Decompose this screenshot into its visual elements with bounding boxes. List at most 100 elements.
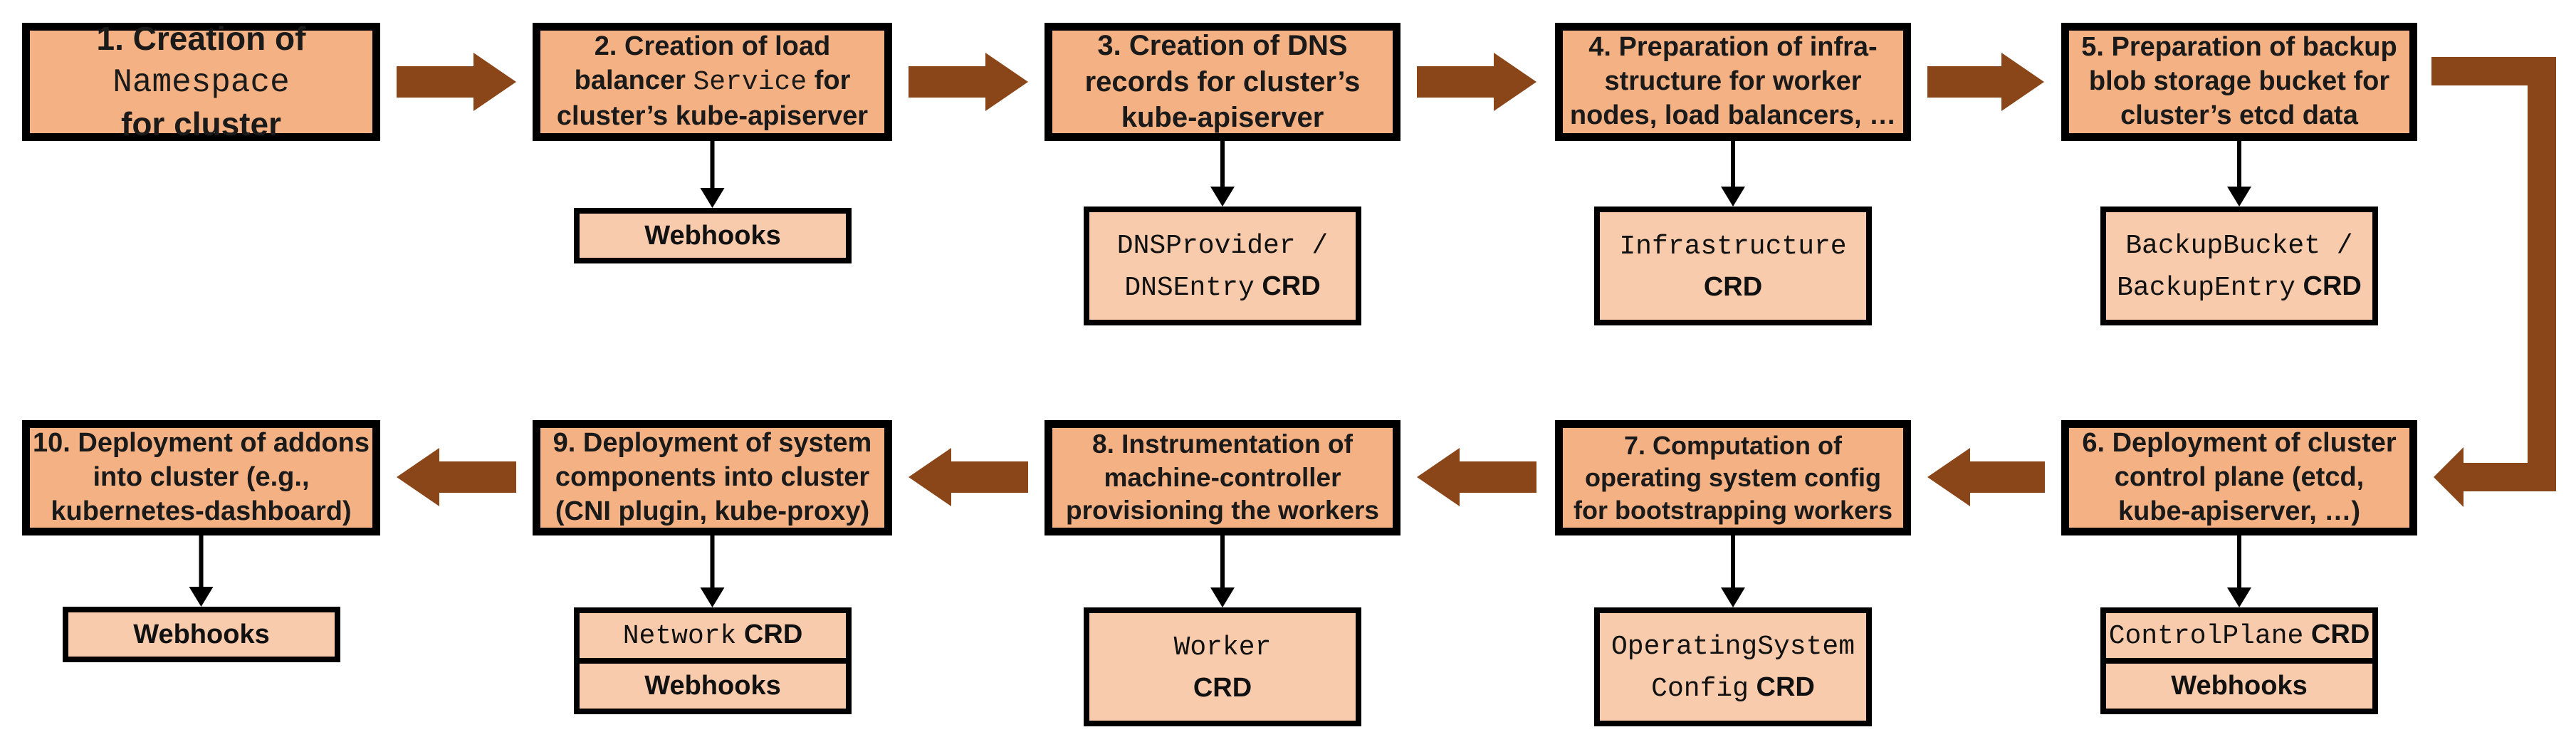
step-box-4: 4. Preparation of infra-structure for wo… — [1555, 23, 1911, 141]
down-connector-6 — [2227, 535, 2251, 607]
artifact-cell-6-2: Webhooks — [2106, 658, 2372, 709]
down-connector-5 — [2227, 141, 2251, 207]
step-title-line: components into cluster — [555, 461, 869, 495]
artifact-line: BackupBucket / — [2106, 224, 2372, 266]
label-text: Webhooks — [133, 619, 270, 649]
label-text: CRD — [2303, 620, 2370, 649]
artifact-cell-3-1: DNSProvider / DNSEntry CRD — [1089, 212, 1356, 320]
label-text: (CNI plugin, kube-proxy) — [555, 496, 870, 526]
step-title-line: 2. Creation of load — [595, 30, 830, 64]
step-title-line: nodes, load balancers, … — [1570, 99, 1896, 133]
code-text: Network — [622, 621, 737, 652]
label-text: nodes, load balancers, … — [1569, 100, 1897, 130]
artifact-cell-10-1: Webhooks — [68, 612, 335, 657]
artifact-box-5: BackupBucket /BackupEntry CRD — [2100, 207, 2378, 325]
label-text: cluster’s etcd data — [2120, 100, 2358, 130]
flow-arrow-left-9-10 — [1927, 448, 2045, 506]
label-text: CRD — [1193, 672, 1252, 703]
code-text: Worker — [1173, 632, 1272, 663]
artifact-line: Infrastructure — [1600, 225, 1866, 267]
artifact-line: CRD — [1600, 267, 1866, 308]
step-title-line: kube-apiserver — [1121, 100, 1324, 135]
code-text: Infrastructure — [1619, 231, 1847, 262]
code-text: DNSEntry — [1124, 272, 1255, 303]
step-title-line: provisioning the workers — [1066, 494, 1379, 528]
label-text: 4. Preparation of infra- — [1588, 32, 1878, 63]
flow-arrow-right-3-4 — [1417, 53, 1536, 111]
code-text: ControlPlane — [2108, 621, 2304, 652]
artifact-box-3: DNSProvider / DNSEntry CRD — [1084, 207, 1361, 325]
label-text: for — [807, 66, 851, 96]
flow-arrow-right-2-3 — [909, 53, 1028, 111]
label-text: 2. Creation of load — [594, 31, 831, 62]
artifact-box-9: Network CRD Webhooks — [574, 607, 852, 714]
step-title-line: Namespace — [112, 60, 289, 104]
artifact-box-6: ControlPlane CRD Webhooks — [2100, 607, 2378, 714]
code-text: BackupBucket / — [2125, 230, 2353, 261]
artifact-line: Worker — [1089, 626, 1356, 668]
code-text: BackupEntry — [2117, 272, 2295, 303]
step-title-line: 8. Instrumentation of — [1092, 428, 1353, 461]
step-title-line: kubernetes-dashboard) — [51, 495, 351, 529]
label-text: 3. Creation of DNS — [1097, 30, 1348, 62]
label-text: cluster’s kube-apiserver — [556, 100, 869, 131]
step-title-line: (CNI plugin, kube-proxy) — [555, 495, 869, 529]
down-connector-10 — [189, 535, 214, 607]
label-text: blob storage bucket for — [2088, 66, 2390, 97]
artifact-cell-5-1: BackupBucket /BackupEntry CRD — [2106, 212, 2372, 320]
artifact-box-2: Webhooks — [574, 208, 852, 263]
down-connector-8 — [1210, 535, 1235, 607]
label-text: 5. Preparation of backup — [2081, 32, 2397, 63]
artifact-box-10: Webhooks — [63, 607, 340, 662]
artifact-line: Webhooks — [2106, 666, 2372, 706]
label-text: CRD — [1703, 271, 1763, 302]
step-title-line: balancer Service for — [575, 64, 851, 100]
step-title-line: records for cluster’s — [1085, 64, 1361, 100]
label-text: Webhooks — [2171, 671, 2308, 701]
artifact-line: DNSEntry CRD — [1089, 266, 1356, 308]
artifact-line: CRD — [1089, 668, 1356, 709]
label-text: kube-apiserver — [1121, 102, 1324, 134]
artifact-cell-9-1: Network CRD — [580, 613, 846, 658]
step-title-line: 6. Deployment of cluster — [2082, 427, 2396, 461]
down-connector-7 — [1721, 535, 1745, 607]
label-text: into cluster (e.g., — [93, 462, 310, 493]
label-text: CRD — [1254, 271, 1321, 301]
artifact-line: Webhooks — [580, 666, 846, 706]
step-title-line: 5. Preparation of backup — [2081, 31, 2397, 65]
step-title-line: for cluster — [121, 104, 281, 145]
step-title-line: 10. Deployment of addons — [33, 427, 370, 461]
label-text: structure for worker — [1604, 66, 1862, 97]
label-text: records for cluster’s — [1084, 66, 1361, 98]
label-text: CRD — [1748, 672, 1815, 702]
down-connector-3 — [1210, 141, 1235, 207]
code-text: Service — [693, 67, 807, 98]
label-text: balancer — [574, 66, 693, 96]
label-text: Webhooks — [644, 220, 781, 251]
label-text: kubernetes-dashboard) — [51, 496, 352, 526]
label-text: 6. Deployment of cluster — [2082, 428, 2397, 459]
step-title-line: control plane (etcd, — [2115, 461, 2364, 495]
step-title-line: 3. Creation of DNS — [1097, 28, 1347, 63]
label-text: control plane (etcd, — [2114, 462, 2365, 493]
step-title-line: 7. Computation of — [1624, 429, 1842, 461]
label-text: CRD — [736, 620, 803, 649]
step-title-line: operating system config — [1585, 461, 1881, 493]
label-text: 7. Computation of — [1624, 430, 1842, 460]
label-text: 8. Instrumentation of — [1092, 429, 1353, 459]
code-text: DNSProvider / — [1116, 230, 1329, 261]
label-text: components into cluster — [555, 462, 870, 493]
step-title-line: 9. Deployment of system — [553, 427, 872, 461]
down-connector-9 — [700, 535, 725, 607]
flow-arrow-left-6-7 — [397, 448, 516, 506]
